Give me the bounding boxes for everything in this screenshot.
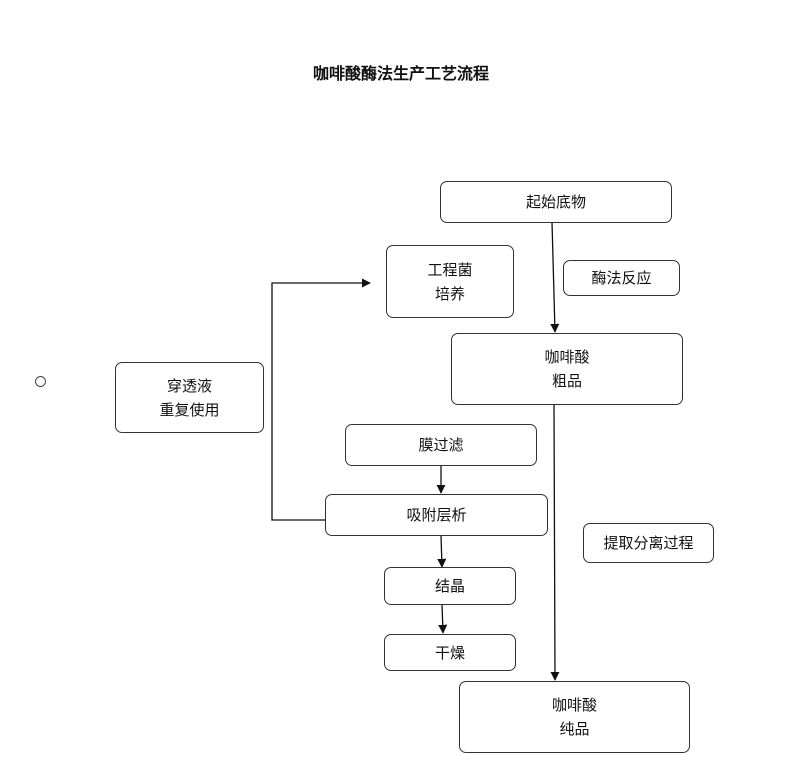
node-label: 膜过滤 [418, 436, 464, 454]
node-membrane-filtration: 膜过滤 [345, 424, 537, 466]
node-crude-caffeic-acid: 咖啡酸 粗品 [451, 333, 683, 405]
node-label: 干燥 [434, 643, 465, 662]
node-label: 结晶 [434, 577, 465, 595]
node-adsorption-chromatography: 吸附层析 [325, 494, 548, 536]
node-extraction-process: 提取分离过程 [583, 523, 714, 563]
page-title: 咖啡酸酶法生产工艺流程 [312, 64, 489, 83]
node-start-material: 起始底物 [440, 181, 672, 223]
node-label-line2: 重复使用 [159, 400, 220, 419]
node-label: 起始底物 [525, 193, 586, 211]
node-label: 吸附层析 [406, 506, 467, 524]
node-drying: 干燥 [384, 634, 516, 671]
arrow-recycle-to-strain [271, 278, 371, 521]
node-label-line2: 纯品 [559, 720, 590, 738]
arrow-crude-to-pure [550, 403, 560, 681]
node-enzymatic-reaction: 酶法反应 [563, 260, 680, 296]
bullet-circle-icon [35, 376, 46, 387]
node-label: 提取分离过程 [603, 534, 694, 552]
node-permeate-reuse: 穿透液 重复使用 [115, 362, 264, 433]
node-label-line1: 穿透液 [166, 376, 212, 395]
node-label-line1: 咖啡酸 [551, 696, 597, 714]
node-label: 酶法反应 [591, 269, 652, 287]
node-pure-caffeic-acid: 咖啡酸 纯品 [459, 681, 690, 753]
arrow-start-to-crude [550, 221, 560, 333]
node-label-line1: 咖啡酸 [544, 348, 590, 366]
node-crystallization: 结晶 [384, 567, 516, 605]
arrow-crystallization-to-drying [438, 603, 448, 634]
node-label-line2: 培养 [434, 284, 465, 303]
node-label-line1: 工程菌 [427, 260, 473, 279]
arrow-adsorption-to-crystallization [437, 534, 447, 568]
node-label-line2: 粗品 [551, 372, 582, 390]
node-engineered-strain: 工程菌 培养 [386, 245, 514, 318]
